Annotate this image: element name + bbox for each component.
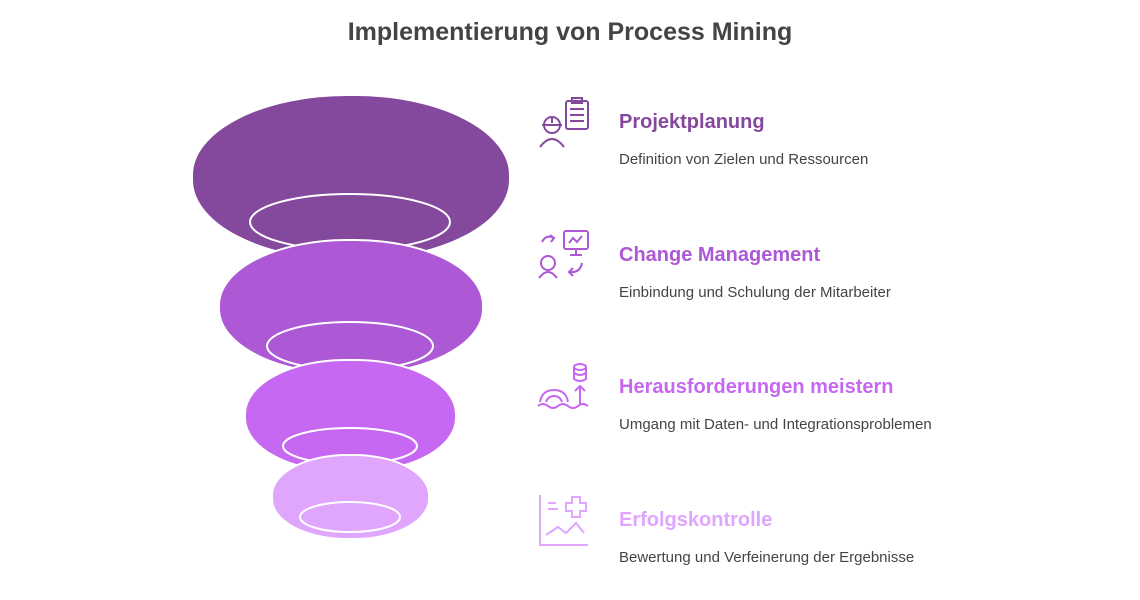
step-herausforderungen: Herausforderungen meistern Umgang mit Da… <box>536 360 1096 450</box>
step-description: Bewertung und Verfeinerung der Ergebniss… <box>619 549 915 566</box>
step-erfolgskontrolle: Erfolgskontrolle Bewertung und Verfeiner… <box>536 493 1096 583</box>
step-description: Umgang mit Daten- und Integrationsproble… <box>619 416 932 433</box>
step-description: Definition von Zielen und Ressourcen <box>619 151 869 168</box>
funnel-layer-1 <box>191 94 511 261</box>
step-projektplanung: Projektplanung Definition von Zielen und… <box>536 95 1096 185</box>
gear-database-upload-icon <box>537 363 589 409</box>
funnel-layer-2 <box>218 239 484 375</box>
person-presentation-arrows-icon <box>538 230 589 279</box>
step-title: Projektplanung <box>619 111 765 133</box>
page-title: Implementierung von Process Mining <box>347 18 793 46</box>
step-description: Einbindung und Schulung der Mitarbeiter <box>619 284 891 301</box>
funnel-layer-4 <box>271 454 430 540</box>
step-change-management: Change Management Einbindung und Schulun… <box>536 228 1096 318</box>
chart-plus-icon <box>539 495 588 546</box>
step-title: Change Management <box>619 244 821 266</box>
engineer-clipboard-icon <box>539 97 589 148</box>
step-title: Erfolgskontrolle <box>619 509 773 531</box>
step-title: Herausforderungen meistern <box>619 376 894 398</box>
